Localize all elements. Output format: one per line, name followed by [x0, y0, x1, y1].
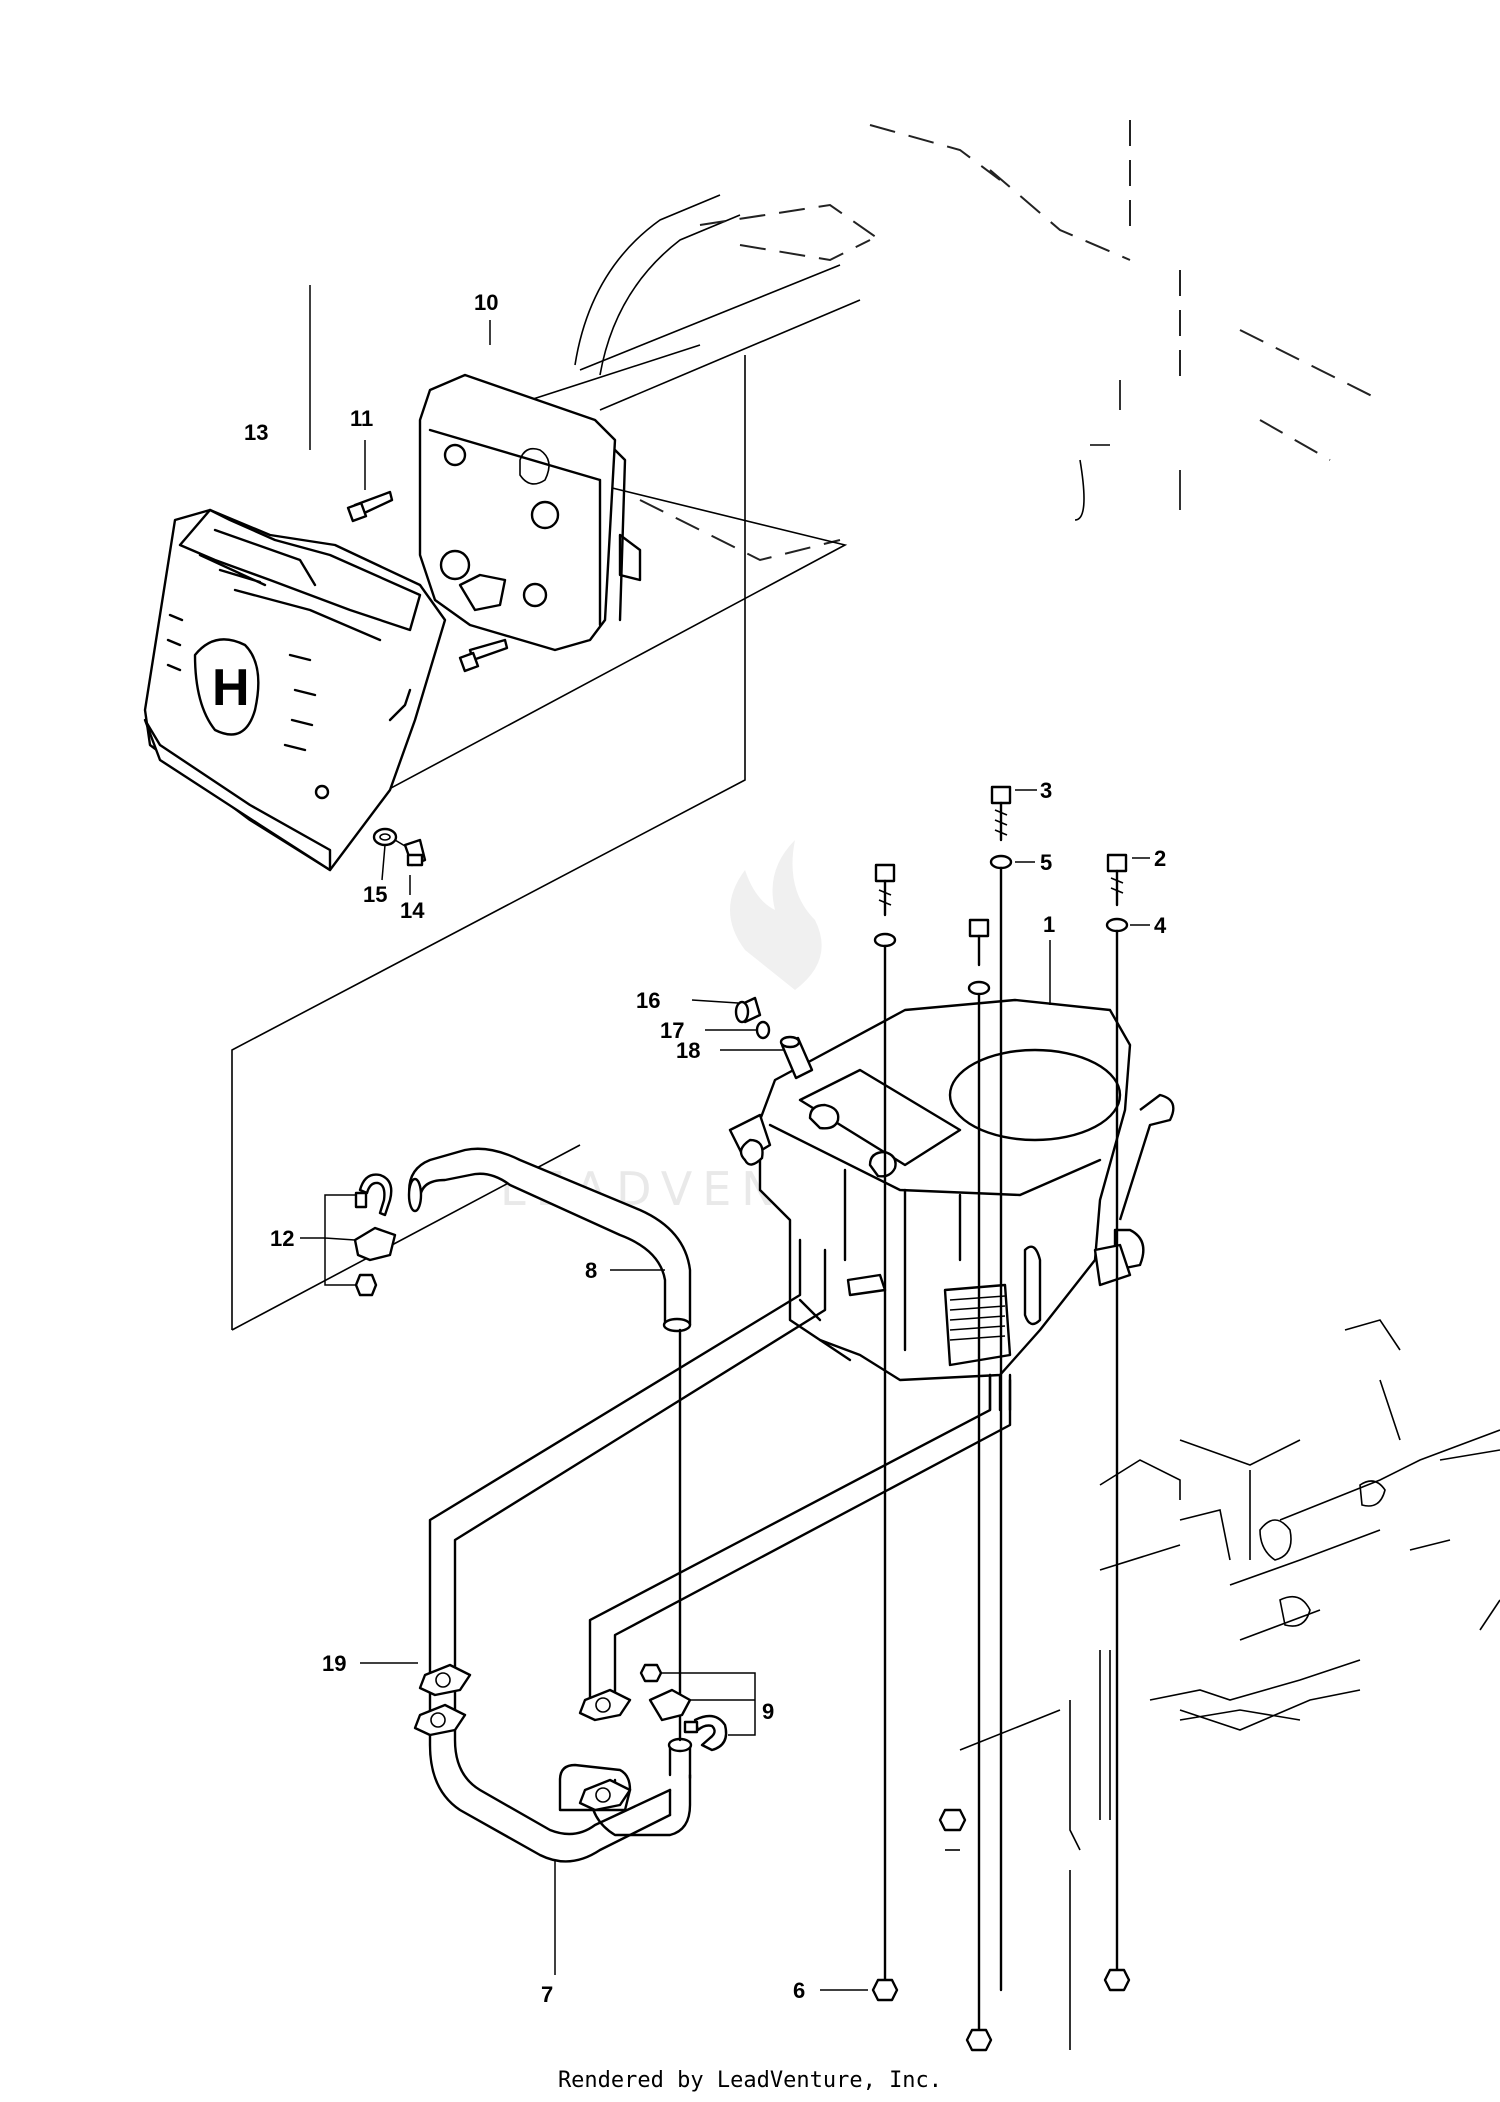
part-16-plug — [734, 996, 762, 1024]
callout-leaders — [300, 285, 1150, 1991]
part-17-washer — [755, 1020, 771, 1040]
part-8-tail-pipe — [407, 1147, 692, 1333]
part-15-washer — [372, 827, 398, 847]
callout-3: 3 — [1040, 778, 1052, 803]
svg-text:H: H — [212, 659, 250, 717]
callout-2: 2 — [1154, 846, 1166, 871]
callout-labels: 3 2 5 4 1 6 7 8 9 10 11 12 13 14 15 16 1… — [244, 290, 1167, 2007]
callout-7: 7 — [541, 1982, 553, 2007]
part-13-muffler-shield: H — [143, 508, 447, 872]
callout-6: 6 — [793, 1978, 805, 2003]
engine-mount-hardware — [871, 785, 1131, 2052]
part-1-engine — [728, 998, 1175, 1412]
part-9-clamp — [639, 1663, 728, 1752]
callout-11: 11 — [350, 406, 373, 431]
callout-4: 4 — [1154, 913, 1167, 938]
part-19-gaskets — [413, 1663, 632, 1812]
part-14-bolt — [394, 838, 427, 867]
callout-12: 12 — [270, 1226, 294, 1251]
callout-14: 14 — [400, 898, 425, 923]
callout-13: 13 — [244, 420, 268, 445]
callout-10: 10 — [474, 290, 498, 315]
background-frame-lower — [945, 1319, 1500, 2050]
part-18-spacer — [779, 1035, 814, 1080]
callout-8: 8 — [585, 1258, 597, 1283]
callout-5: 5 — [1040, 850, 1052, 875]
callout-19: 19 — [322, 1651, 346, 1676]
callout-9: 9 — [762, 1699, 774, 1724]
background-frame-upper — [574, 120, 1381, 562]
callout-17: 17 — [660, 1018, 684, 1043]
callout-15: 15 — [363, 882, 387, 907]
callout-18: 18 — [676, 1038, 700, 1063]
part-12-clamp — [353, 1173, 397, 1297]
callout-1: 1 — [1043, 912, 1055, 937]
callout-16: 16 — [636, 988, 660, 1013]
render-credit-footer: Rendered by LeadVenture, Inc. — [557, 2068, 943, 2093]
part-11-bolts — [346, 490, 509, 673]
part-10-muffler — [418, 373, 642, 652]
